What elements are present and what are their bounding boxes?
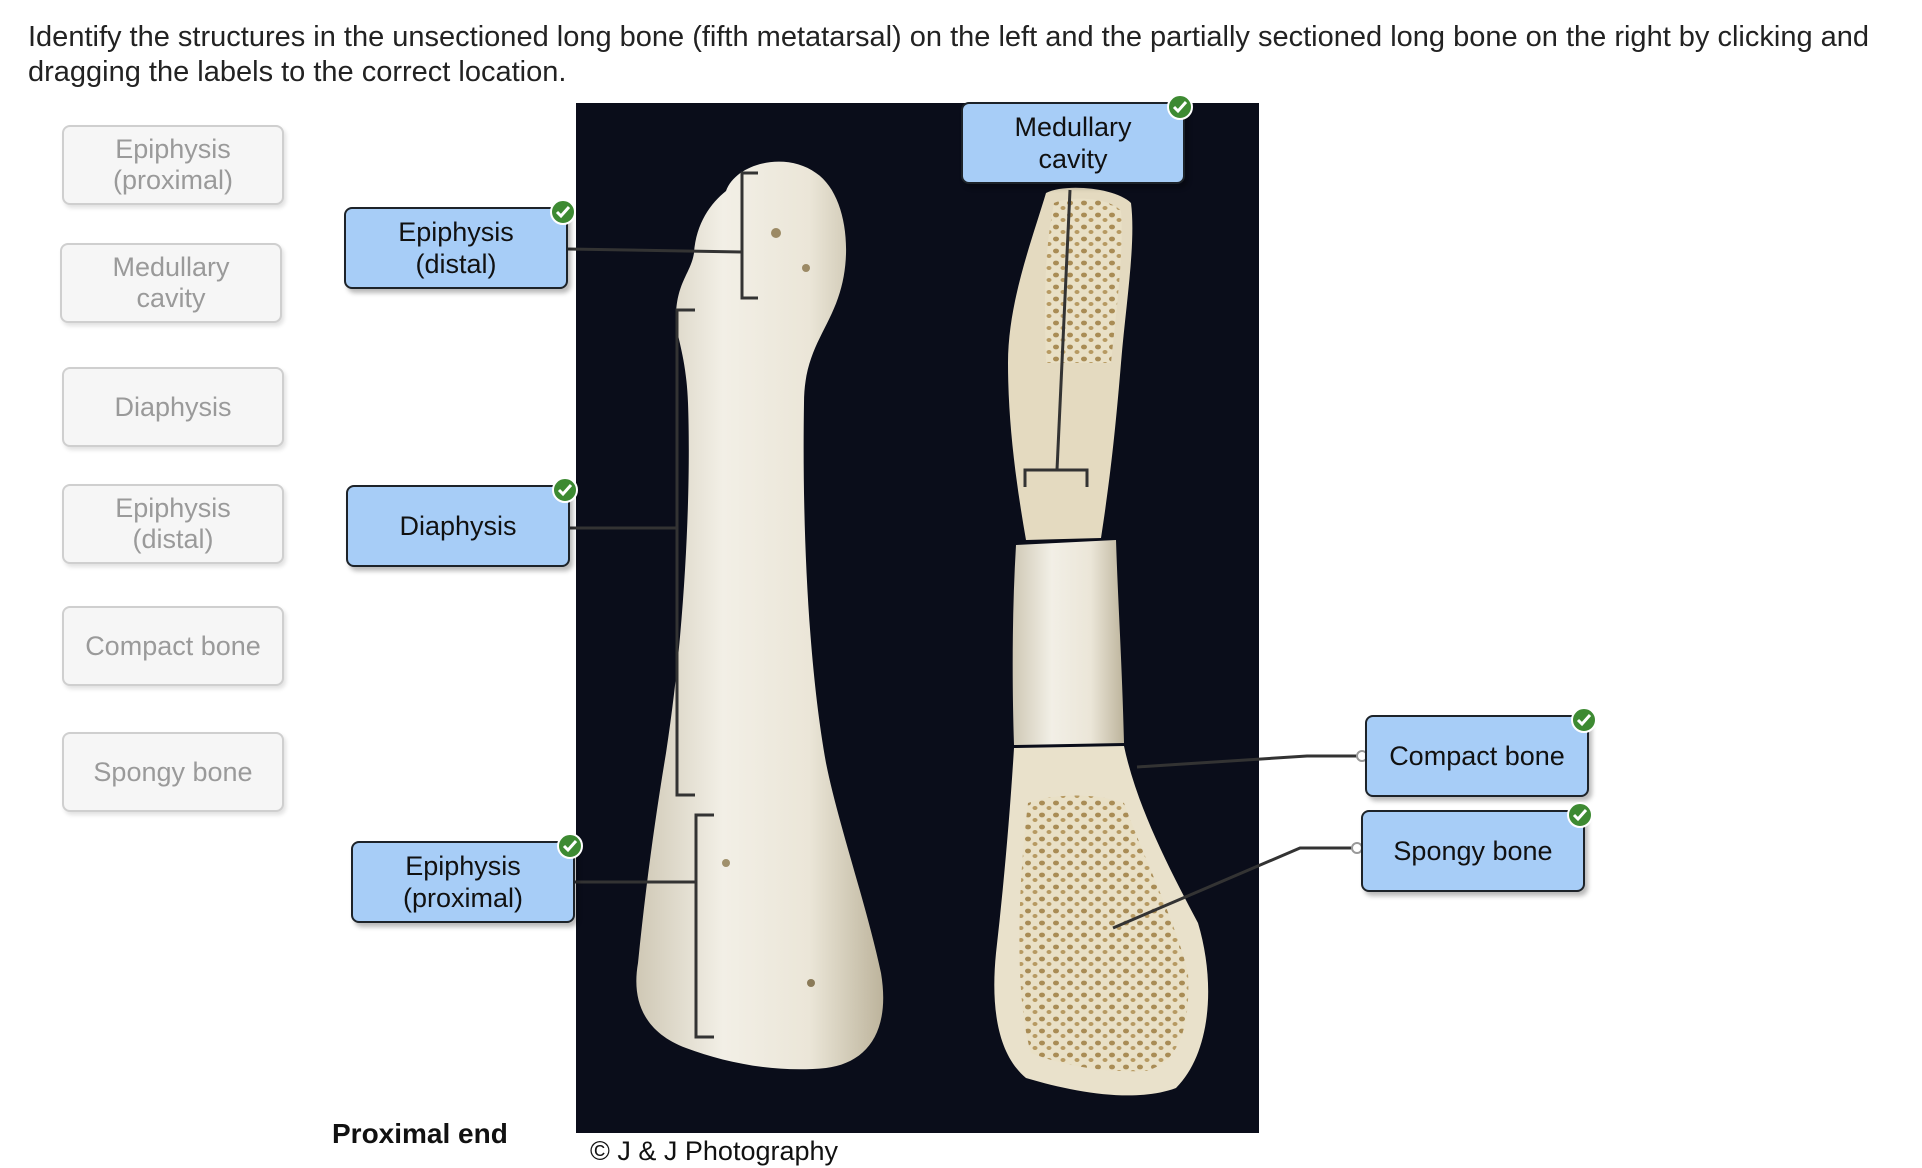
proximal-end-caption: Proximal end bbox=[332, 1118, 508, 1149]
check-icon bbox=[557, 833, 583, 859]
check-icon bbox=[552, 477, 578, 503]
placed-label-epiphysis-proximal[interactable]: Epiphysis(proximal) bbox=[351, 833, 583, 923]
check-icon bbox=[1567, 802, 1593, 828]
placed-label-diaphysis[interactable]: Diaphysis bbox=[346, 477, 578, 567]
check-icon bbox=[1167, 94, 1193, 120]
check-icon bbox=[1571, 707, 1597, 733]
sectioned-bone-bottom-sponge bbox=[1019, 795, 1189, 1072]
bone-photograph bbox=[576, 103, 1259, 1133]
sectioned-bone-top-sponge bbox=[1044, 198, 1122, 363]
bank-label-spongy-bone[interactable]: Spongy bone bbox=[62, 732, 284, 812]
copyright-caption: © J & J Photography bbox=[590, 1136, 839, 1166]
placed-label-spongy-bone[interactable]: Spongy bone bbox=[1361, 802, 1593, 892]
instructions-text: Identify the structures in the unsection… bbox=[28, 21, 1870, 88]
bank-label-epiphysis-proximal[interactable]: Epiphysis(proximal) bbox=[62, 125, 284, 205]
bank-label-compact-bone[interactable]: Compact bone bbox=[62, 606, 284, 686]
sectioned-bone-middle bbox=[1012, 540, 1124, 745]
unsectioned-metatarsal bbox=[636, 161, 884, 1070]
bank-label-epiphysis-distal[interactable]: Epiphysis(distal) bbox=[62, 484, 284, 564]
placed-label-compact-bone[interactable]: Compact bone bbox=[1365, 707, 1597, 797]
bone-foramen bbox=[807, 979, 815, 987]
placed-label-epiphysis-distal[interactable]: Epiphysis(distal) bbox=[344, 199, 576, 289]
check-icon bbox=[550, 199, 576, 225]
bone-foramen bbox=[802, 264, 810, 272]
bone-foramen bbox=[771, 228, 781, 238]
bone-illustration bbox=[636, 161, 1209, 1096]
bank-label-diaphysis[interactable]: Diaphysis bbox=[62, 367, 284, 447]
bone-foramen bbox=[722, 859, 730, 867]
